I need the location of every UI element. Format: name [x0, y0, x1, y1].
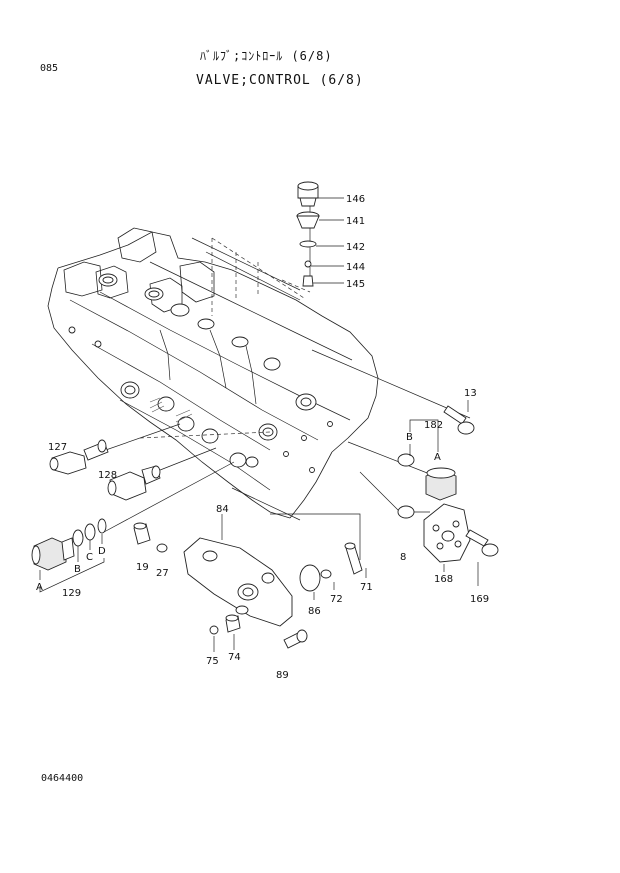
ring-C	[84, 523, 96, 541]
pin-71	[344, 542, 363, 575]
label-D: D	[98, 546, 106, 557]
label-89: 89	[276, 670, 289, 681]
spring-141	[296, 211, 320, 229]
o-ring-B-right	[397, 453, 415, 467]
label-B-left: B	[74, 564, 81, 575]
bolt-13	[443, 400, 475, 435]
plug-A-left	[31, 537, 75, 571]
o-ring-142	[299, 240, 317, 248]
o-ring-72	[320, 569, 332, 579]
cover-plate-168	[423, 503, 471, 563]
ball-144	[304, 260, 312, 268]
o-ring-86	[299, 564, 321, 592]
label-27: 27	[156, 568, 169, 579]
label-142: 142	[346, 242, 365, 253]
label-71: 71	[360, 582, 373, 593]
fitting-74	[225, 614, 241, 633]
assembly-lines	[99, 200, 471, 560]
label-128: 128	[98, 470, 117, 481]
label-A-left: A	[36, 582, 43, 593]
title-japanese: ﾊﾞﾙﾌﾞ;ｺﾝﾄﾛｰﾙ (6/8)	[200, 49, 333, 63]
label-146: 146	[346, 194, 365, 205]
label-19: 19	[136, 562, 149, 573]
label-72: 72	[330, 594, 343, 605]
label-13: 13	[464, 388, 477, 399]
valve-body-drawing	[47, 227, 379, 519]
label-8: 8	[400, 552, 406, 563]
label-141: 141	[346, 216, 365, 227]
label-A-right: A	[434, 452, 441, 463]
drawing-number: 0464400	[41, 773, 84, 784]
ring-B	[72, 529, 84, 547]
cartridge-128	[107, 465, 161, 501]
label-182: 182	[424, 420, 443, 431]
label-168: 168	[434, 574, 453, 585]
plug-146	[297, 181, 319, 207]
cartridge-127	[49, 439, 109, 475]
title-english: VALVE;CONTROL (6/8)	[196, 73, 364, 88]
callout-labels: 146 141 142 144 145 13 182 B A 127 128 8…	[36, 194, 489, 681]
label-169: 169	[470, 594, 489, 605]
label-127: 127	[48, 442, 67, 453]
block-84	[183, 537, 293, 627]
label-84: 84	[216, 504, 229, 515]
cap-19	[133, 522, 151, 545]
label-86: 86	[308, 606, 321, 617]
page-number: 085	[40, 63, 59, 74]
ring-D	[97, 518, 107, 534]
plug-A-right	[425, 467, 457, 501]
label-129: 129	[62, 588, 81, 599]
label-145: 145	[346, 279, 365, 290]
label-144: 144	[346, 262, 365, 273]
label-75: 75	[206, 656, 219, 667]
o-ring-8	[397, 505, 415, 519]
label-B-right: B	[406, 432, 413, 443]
washer-75	[209, 625, 219, 635]
label-C: C	[86, 552, 93, 563]
label-74: 74	[228, 652, 241, 663]
bolt-89	[283, 629, 308, 649]
stack-leaders	[311, 197, 344, 284]
o-ring-27	[156, 543, 168, 553]
leaders-129	[39, 534, 105, 593]
seat-145	[302, 275, 314, 287]
bolt-169	[465, 529, 499, 557]
bracket-182	[409, 419, 439, 452]
